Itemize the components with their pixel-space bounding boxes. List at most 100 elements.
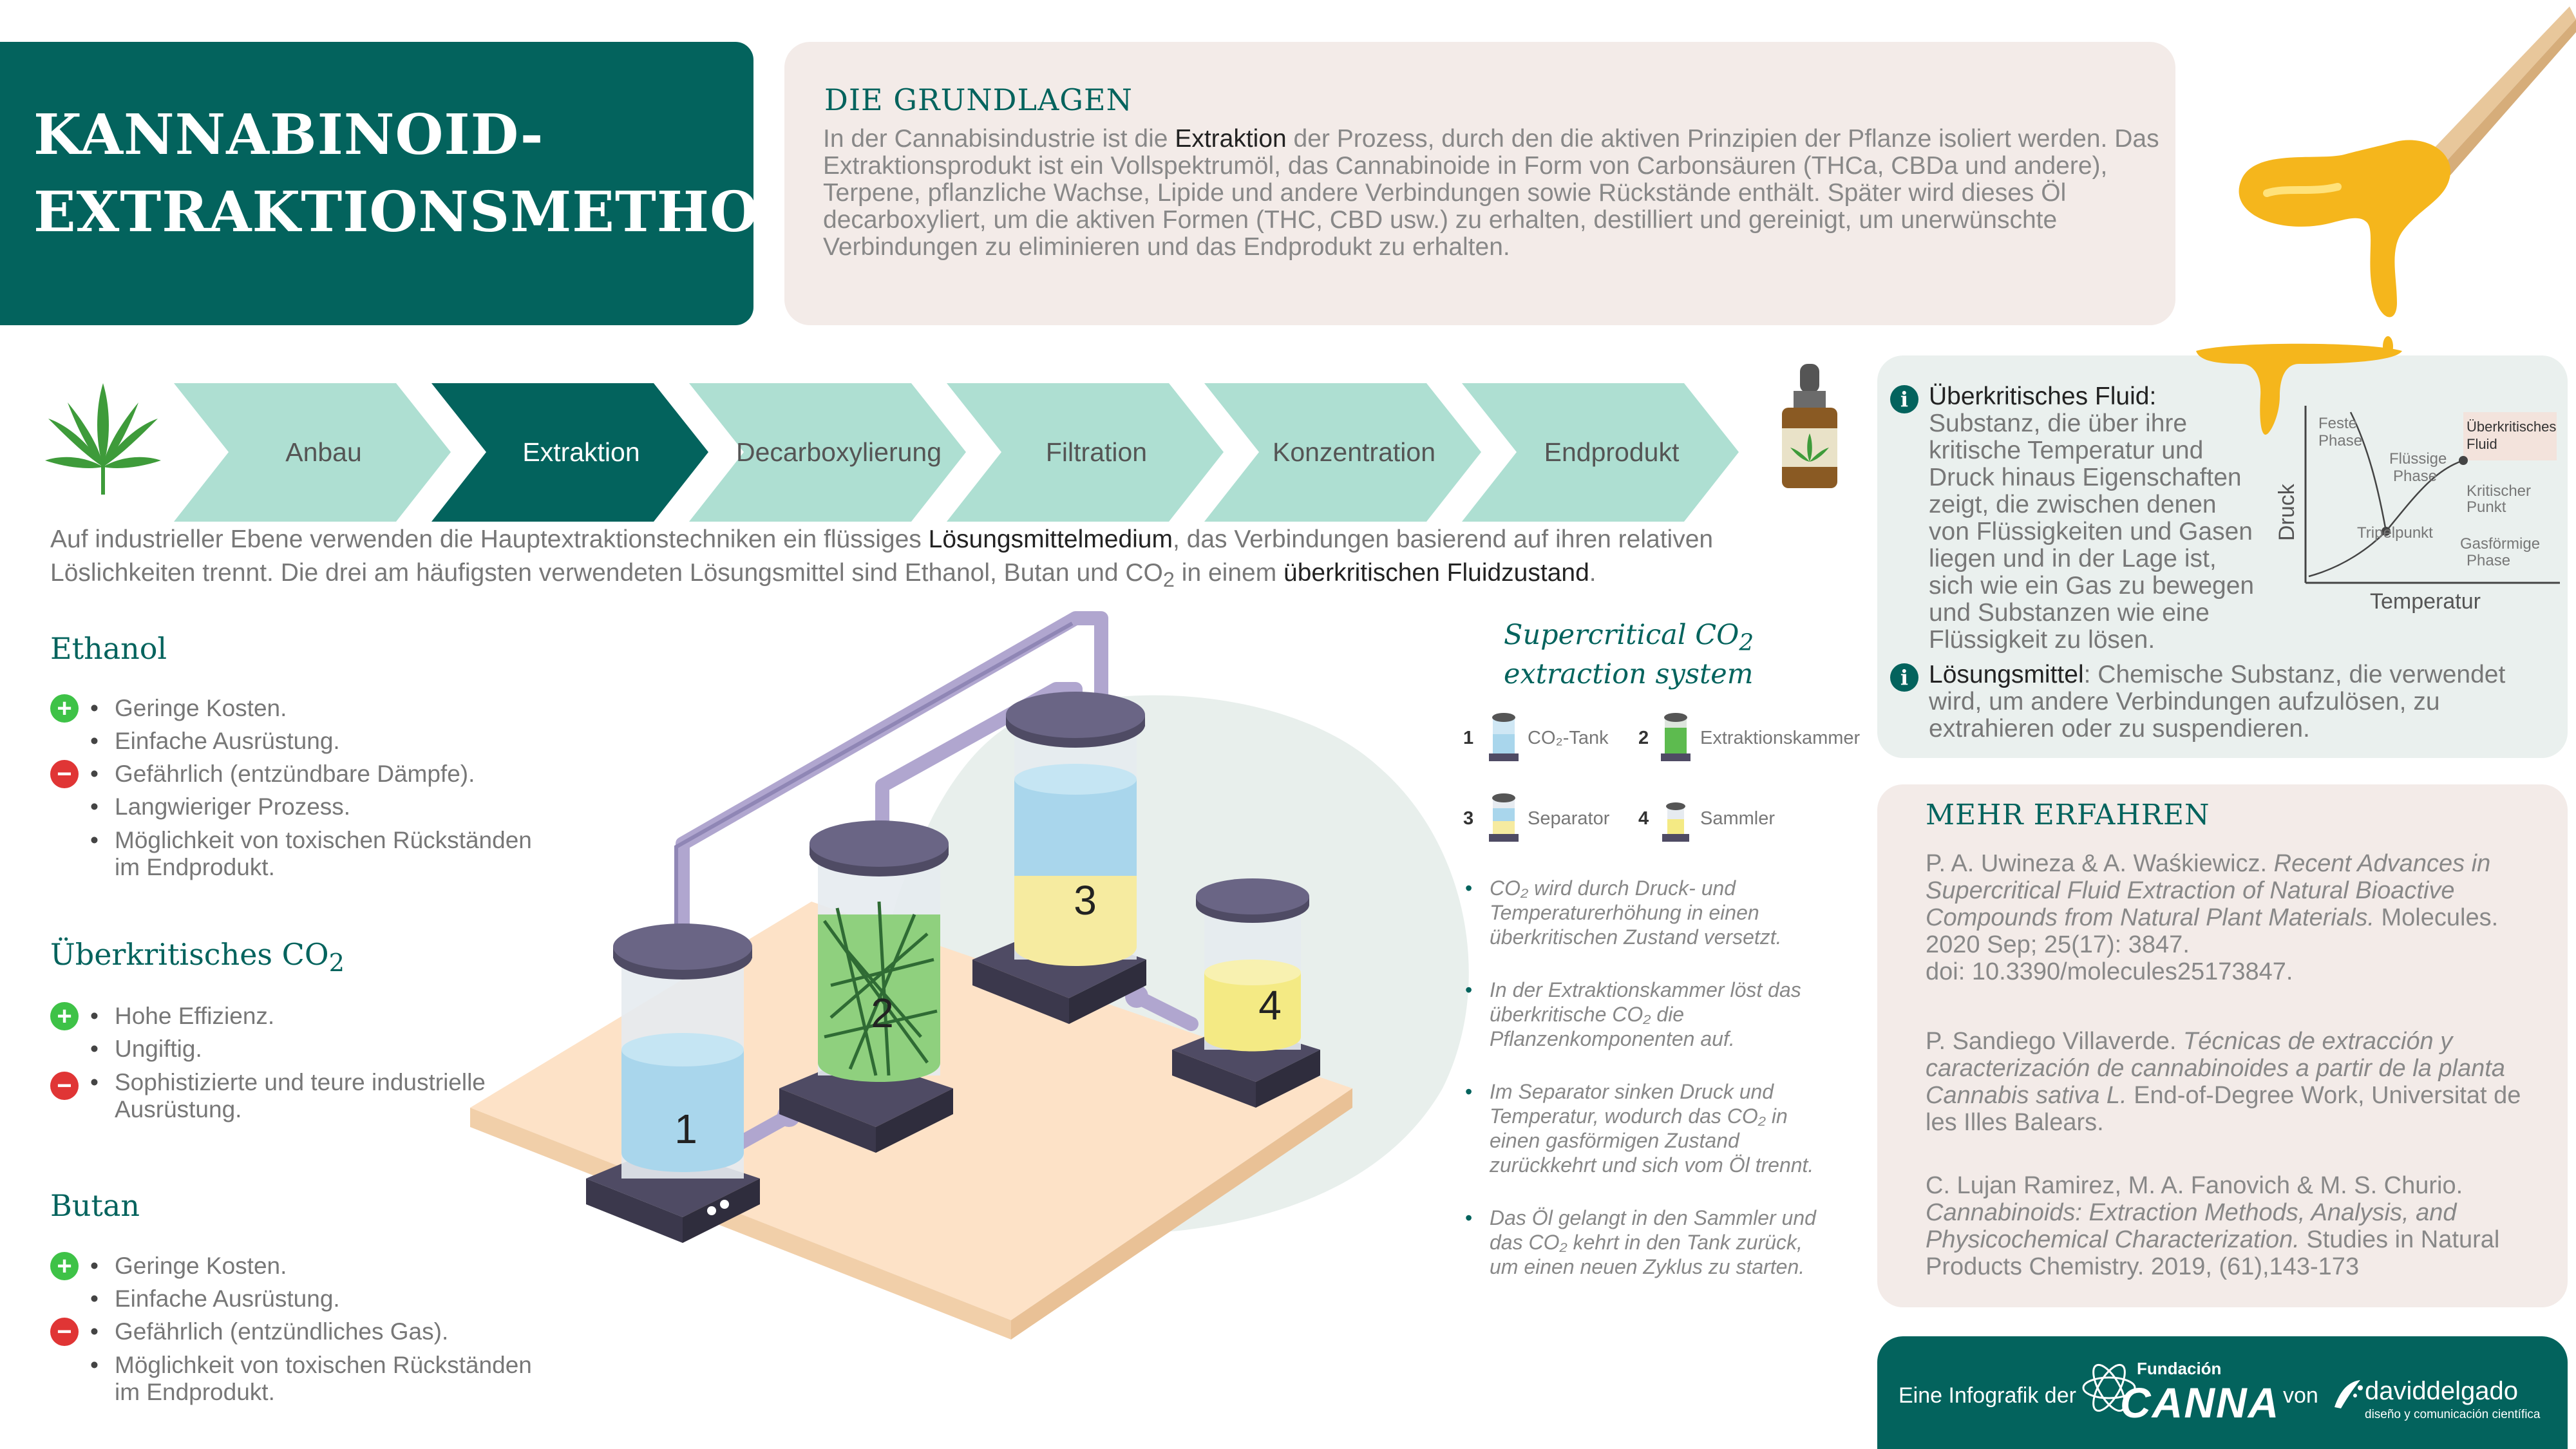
step-endprodukt: Endprodukt	[1544, 437, 1680, 467]
vessel-label-3: 3	[1074, 877, 1097, 923]
supercritical-title-subscript: 2	[1739, 629, 1754, 656]
oil-bottle-icon	[1782, 364, 1837, 488]
vessel-label-4: 4	[1258, 982, 1282, 1028]
critical-1: Kritischer	[2467, 482, 2531, 500]
page-title: KANNABINOID- EXTRAKTIONSMETHODEN	[33, 97, 902, 251]
solvent-text: : Chemische Substanz, die verwendet wird…	[1929, 661, 2506, 743]
vessel-label-1: 1	[674, 1106, 697, 1152]
list-item-text: In der Extraktionskammer löst das überkr…	[1490, 978, 1801, 1050]
intro-part: Auf industrieller Ebene verwenden die Ha…	[50, 526, 929, 553]
plus-icon: +	[50, 1002, 79, 1030]
process-arrows	[174, 383, 1739, 522]
collector-icon	[1662, 802, 1689, 842]
region-liquid-1: Flüssige	[2389, 450, 2447, 468]
supercritical-steps: •CO₂ wird durch Druck- und Temperaturerh…	[1465, 876, 1826, 1307]
ylabel: Druck	[2275, 483, 2299, 541]
region-solid: Feste	[2318, 415, 2357, 432]
ref-title: Cannabinoids: Extraction Methods, Analys…	[1926, 1199, 2457, 1253]
legend-label: Extraktionskammer	[1700, 728, 1861, 748]
ref-authors: P. Sandiego Villaverde.	[1926, 1028, 2184, 1055]
region-liquid-2: Phase	[2393, 468, 2437, 485]
critical-point-label: Punkt	[2467, 498, 2506, 516]
intro-text: Auf industrieller Ebene verwenden die Ha…	[50, 523, 1802, 596]
region-scf: Fluid	[2467, 436, 2497, 452]
fluid-definition: Überkritisches Fluid: Substanz, die über…	[1929, 383, 2264, 654]
list-item: +•Geringe Kosten.	[50, 1249, 540, 1282]
intro-part: in einem	[1174, 559, 1284, 587]
learn-more-panel	[1877, 784, 2568, 1307]
list-item: −•Sophistizierte und teure industrielle …	[50, 1069, 540, 1123]
basics-panel	[784, 42, 2175, 325]
legend-label: Separator	[1528, 808, 1610, 829]
legend-num: 4	[1638, 808, 1649, 829]
butane-heading: Butan	[50, 1188, 140, 1223]
supercritical-title: Supercritical CO2 extraction system	[1504, 620, 1754, 690]
learn-more-heading: MEHR ERFAHREN	[1926, 799, 2210, 831]
ref-title: Recent Advances in Supercritical Fluid E…	[1926, 850, 2491, 931]
list-item-text: Sophistizierte und teure industrielle Au…	[115, 1069, 486, 1122]
fluid-text: Substanz, die über ihre kritische Temper…	[1929, 410, 2255, 654]
intro-part: , das Verbindungen basierend auf ihren r…	[50, 526, 1714, 587]
basics-text-part: der Prozess, durch den die aktiven Prinz…	[823, 125, 2159, 261]
solvent-definition: Lösungsmittel: Chemische Substanz, die v…	[1929, 661, 2560, 743]
region-solid-1: Feste	[2318, 415, 2357, 432]
reference-1: P. A. Uwineza & A. Waśkiewicz. Recent Ad…	[1926, 850, 2531, 985]
basics-text: In der Cannabisindustrie ist die Extrakt…	[823, 126, 2163, 261]
ref-authors: C. Lujan Ramirez, M. A. Fanovich & M. S.…	[1926, 1172, 2463, 1199]
cannabis-leaf-icon	[45, 383, 161, 495]
step-filtration: Filtration	[1045, 437, 1148, 467]
list-item-text: Im Separator sinken Druck und Temperatur…	[1490, 1080, 1814, 1177]
info-icon: i	[1890, 385, 1918, 413]
list-item-text: Hohe Effizienz.	[115, 1003, 275, 1029]
process-steps: Anbau Extraktion Decarboxylierung Filtra…	[174, 383, 1745, 522]
phase-diagram: Feste Phase Flüssige Phase Überkritische…	[2275, 406, 2560, 614]
drip-decoration	[2196, 343, 2402, 435]
list-item: •In der Extraktionskammer löst das überk…	[1465, 978, 1801, 1050]
list-item: −•Gefährlich (entzündliches Gas).	[50, 1315, 540, 1348]
region-liquid: Flüssige	[2389, 450, 2447, 468]
co2-tank-icon	[1489, 713, 1519, 761]
minus-icon: −	[50, 760, 79, 788]
list-item-text: Geringe Kosten.	[115, 695, 287, 721]
list-item: •Möglichkeit von toxischen Rückständen i…	[90, 1352, 532, 1405]
title-line-2: EXTRAKTIONSMETHODEN	[33, 180, 902, 245]
region-scf: Überkritisches	[2467, 419, 2556, 435]
co2-heading-text: Überkritisches CO	[50, 937, 329, 972]
ref-title: Técnicas de extracción y caracterización…	[1926, 1028, 2505, 1109]
region-gas: Gasförmige	[2460, 535, 2540, 553]
step-anbau: Anbau	[285, 437, 362, 467]
intro-bold: überkritischen Fluidzustand	[1283, 559, 1589, 587]
list-item-text: Gefährlich (entzündbare Dämpfe).	[115, 761, 475, 787]
region-liquid: Phase	[2393, 468, 2437, 485]
ethanol-list: +•Geringe Kosten. •Einfache Ausrüstung. …	[50, 692, 540, 881]
list-item-text: Gefährlich (entzündliches Gas).	[115, 1318, 449, 1345]
list-item: •Einfache Ausrüstung.	[90, 1285, 340, 1312]
list-item-text: Einfache Ausrüstung.	[115, 728, 340, 754]
list-item: •Das Öl gelangt in den Sammler und das C…	[1465, 1206, 1816, 1278]
extraction-chamber-icon	[1661, 713, 1690, 761]
list-item: •Im Separator sinken Druck und Temperatu…	[1465, 1080, 1814, 1177]
step-extraktion: Extraktion	[522, 437, 640, 467]
intro-part: .	[1589, 559, 1596, 587]
title-panel	[0, 42, 753, 325]
list-item-text: Geringe Kosten.	[115, 1253, 287, 1279]
basics-text-bold: Extraktion	[1175, 125, 1287, 153]
basics-heading: DIE GRUNDLAGEN	[824, 82, 1133, 117]
minus-icon: −	[50, 1072, 79, 1100]
triple-point-label: Tripelpunkt	[2357, 524, 2433, 542]
supercritical-title-text: Supercritical CO	[1504, 619, 1739, 651]
solvent-term: Lösungsmittel	[1929, 661, 2084, 688]
list-item-text: Möglichkeit von toxischen Rückständen im…	[115, 827, 532, 880]
xlabel: Temperatur	[2370, 589, 2481, 614]
ref-authors: P. A. Uwineza & A. Waśkiewicz.	[1926, 850, 2274, 877]
list-item-text: Möglichkeit von toxischen Rückständen im…	[115, 1352, 532, 1405]
legend-num: 2	[1638, 728, 1649, 748]
list-item-text: Einfache Ausrüstung.	[115, 1285, 340, 1312]
list-item: −•Gefährlich (entzündbare Dämpfe).	[50, 757, 540, 790]
org-big: CANNA	[2120, 1379, 2280, 1426]
supercritical-title-line2: extraction system	[1504, 658, 1754, 690]
legend-num: 3	[1463, 808, 1474, 829]
critical-point-label: Kritischer	[2467, 482, 2531, 500]
butane-list: +•Geringe Kosten. •Einfache Ausrüstung. …	[50, 1249, 540, 1406]
critical-2: Punkt	[2467, 498, 2506, 516]
